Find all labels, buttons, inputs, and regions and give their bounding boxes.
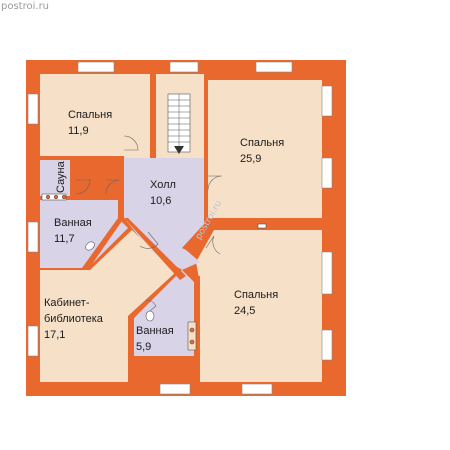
label-bathroom-s-name: Ванная bbox=[136, 325, 174, 337]
floor-study bbox=[40, 230, 176, 382]
floor-bathroom-w bbox=[40, 200, 128, 268]
door-swings bbox=[75, 135, 223, 315]
label-sauna: Сауна bbox=[55, 160, 67, 193]
label-bathroom-s-area: 5,9 bbox=[136, 341, 151, 353]
source-watermark: postroi.ru bbox=[1, 1, 50, 12]
interior-walls bbox=[40, 74, 322, 382]
label-bedroom-nw-name: Спальня bbox=[68, 109, 112, 121]
label-bathroom-w-area: 11,7 bbox=[54, 233, 75, 245]
staircase bbox=[167, 93, 191, 154]
floor-bedroom-nw bbox=[40, 74, 150, 158]
label-bedroom-se-name: Спальня bbox=[234, 289, 278, 301]
label-bedroom-se-area: 24,5 bbox=[234, 305, 255, 317]
label-study-name-1: Кабинет- bbox=[44, 297, 90, 309]
stair-arrow-icon bbox=[174, 146, 184, 154]
label-bathroom-w-name: Ванная bbox=[54, 217, 92, 229]
floor-bathroom-s bbox=[134, 270, 196, 356]
label-bedroom-ne-area: 25,9 bbox=[240, 153, 261, 165]
label-hall-name: Холл bbox=[150, 179, 176, 191]
label-bedroom-ne-name: Спальня bbox=[240, 137, 284, 149]
label-hall-area: 10,6 bbox=[150, 195, 171, 207]
floor-bedroom-se bbox=[196, 230, 322, 382]
label-study-area: 17,1 bbox=[44, 329, 65, 341]
label-study-name-2: библиотека bbox=[44, 313, 104, 325]
windows bbox=[27, 61, 333, 395]
floor-hall bbox=[124, 158, 204, 250]
floor-bedroom-ne bbox=[208, 80, 322, 218]
room-labels: Спальня 11,9 Спальня 25,9 Сауна Холл 10,… bbox=[44, 109, 284, 353]
label-bedroom-nw-area: 11,9 bbox=[68, 125, 89, 137]
fixtures bbox=[41, 193, 267, 351]
floor-sauna bbox=[40, 158, 70, 198]
